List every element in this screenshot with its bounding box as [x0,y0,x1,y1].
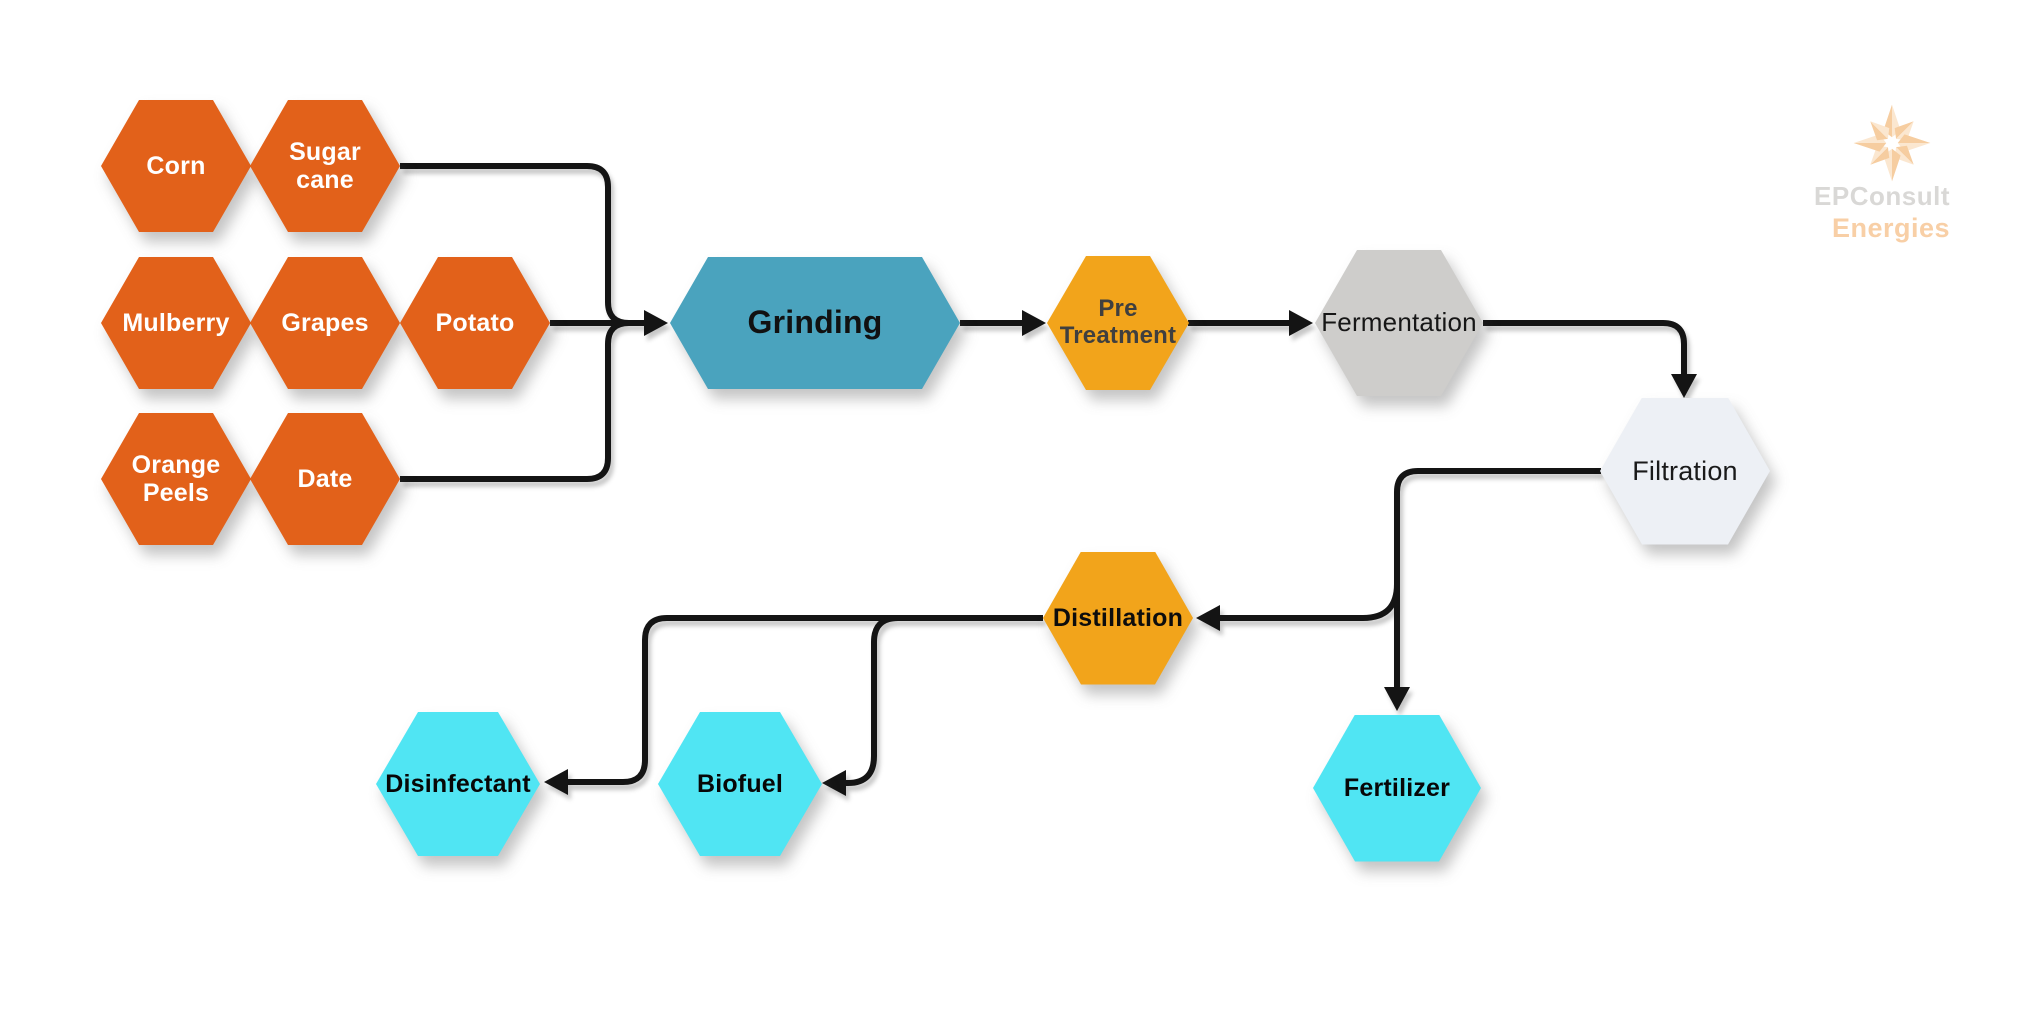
node-pre-treatment: Pre Treatment [1047,256,1189,390]
node-label: Filtration [1632,455,1738,486]
node-grinding: Grinding [670,257,960,389]
hexagon-shape: Potato [400,257,550,389]
edge-filtration-to-fertilizer [1394,468,1601,688]
node-fertilizer: Fertilizer [1313,714,1481,862]
node-biofuel: Biofuel [658,712,822,856]
edge-fermentation-to-filtration [1483,320,1687,376]
node-label: Sugar cane [289,138,361,194]
arrowhead-into-biofuel [822,770,846,796]
arrowhead-into-distillation [1196,605,1220,631]
node-orange-peels: Orange Peels [101,413,251,545]
hexagon-shape: Date [250,413,400,545]
logo-company-subname: Energies [1831,213,1950,243]
node-grapes: Grapes [250,257,400,389]
node-disinfectant: Disinfectant [376,712,540,856]
edge-distillation-to-disinfectant [565,615,1043,785]
logo-star-petal [1870,121,1890,141]
arrowhead-into-fermentation [1289,310,1313,336]
node-label: Date [297,465,353,493]
logo-star-petal [1870,145,1890,165]
hexagon-shape: Filtration [1600,397,1770,545]
node-distillation: Distillation [1043,551,1193,685]
node-label: Disinfectant [385,770,531,798]
node-label: Mulberry [122,309,230,337]
hexagon-shape: Grinding [670,257,960,389]
node-label: Fermentation [1321,307,1477,338]
logo-text: EPConsult Energies [1790,181,1950,244]
node-label: Grapes [281,309,369,337]
logo-star-icon [1853,104,1931,182]
node-label: Grinding [747,304,883,341]
hexagon-shape: Fermentation [1315,250,1483,396]
arrowhead-into-grinding [644,310,668,336]
arrowhead-into-disinfectant [544,769,568,795]
hexagon-shape: Disinfectant [376,712,540,856]
hexagon-shape: Mulberry [101,257,251,389]
node-date: Date [250,413,400,545]
hexagon-shape: Biofuel [658,712,822,856]
hexagon-shape: Corn [101,100,251,232]
node-mulberry: Mulberry [101,257,251,389]
node-label: Orange Peels [131,451,221,507]
hexagon-shape: Pre Treatment [1047,256,1189,390]
hexagon-shape: Distillation [1043,551,1193,685]
edge-distillation-to-biofuel [843,615,899,786]
node-potato: Potato [400,257,550,389]
node-label: Biofuel [696,770,784,798]
node-label: Fertilizer [1343,774,1451,802]
logo-star-petal [1894,145,1914,165]
arrowhead-into-pre-treatment [1022,310,1046,336]
node-label: Pre Treatment [1059,295,1177,349]
edge-filtration-to-distillation [1217,583,1400,621]
node-corn: Corn [101,100,251,232]
node-label: Potato [435,309,515,337]
node-sugar-cane: Sugar cane [250,100,400,232]
logo-star-petal [1894,121,1914,141]
hexagon-shape: Orange Peels [101,413,251,545]
node-label: Distillation [1052,604,1184,632]
node-filtration: Filtration [1600,397,1770,545]
hexagon-shape: Fertilizer [1313,714,1481,862]
node-fermentation: Fermentation [1315,250,1483,396]
arrowhead-into-filtration [1671,374,1697,398]
node-label: Corn [146,152,206,180]
logo-company-name: EPConsult [1814,181,1950,211]
arrowhead-into-fertilizer [1384,687,1410,711]
hexagon-shape: Sugar cane [250,100,400,232]
hexagon-shape: Grapes [250,257,400,389]
